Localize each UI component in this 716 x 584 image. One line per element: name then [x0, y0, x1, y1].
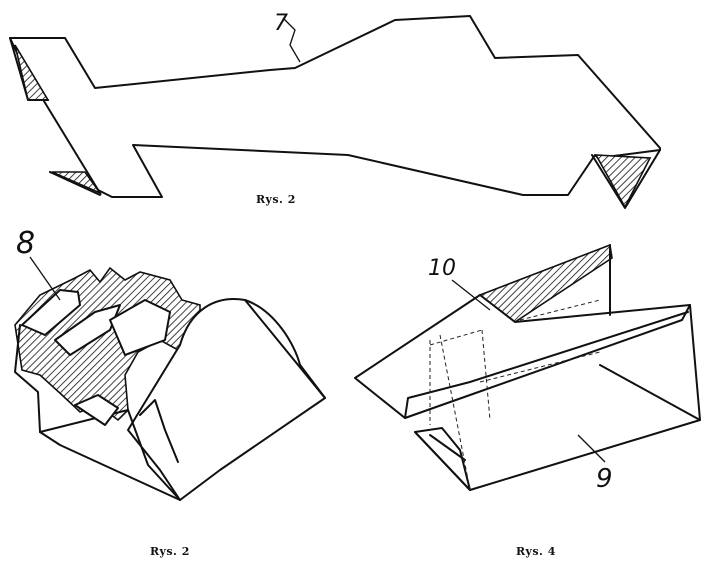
leader-9 [577, 434, 606, 463]
callout-7: 7 [274, 11, 288, 36]
figure-bottom-right-wedge [354, 243, 701, 491]
caption-top: Rys. 2 [256, 193, 296, 206]
callout-8: 8 [16, 226, 35, 261]
callout-9: 9 [596, 464, 613, 494]
leader-8 [29, 256, 61, 301]
caption-bottom-right: Rys. 4 [516, 545, 556, 558]
caption-bottom-left: Rys. 2 [150, 545, 190, 558]
figure-bottom-left-block [14, 266, 326, 501]
leader-10 [451, 279, 491, 311]
callout-10: 10 [428, 256, 456, 281]
figure-top-strip [9, 15, 661, 209]
